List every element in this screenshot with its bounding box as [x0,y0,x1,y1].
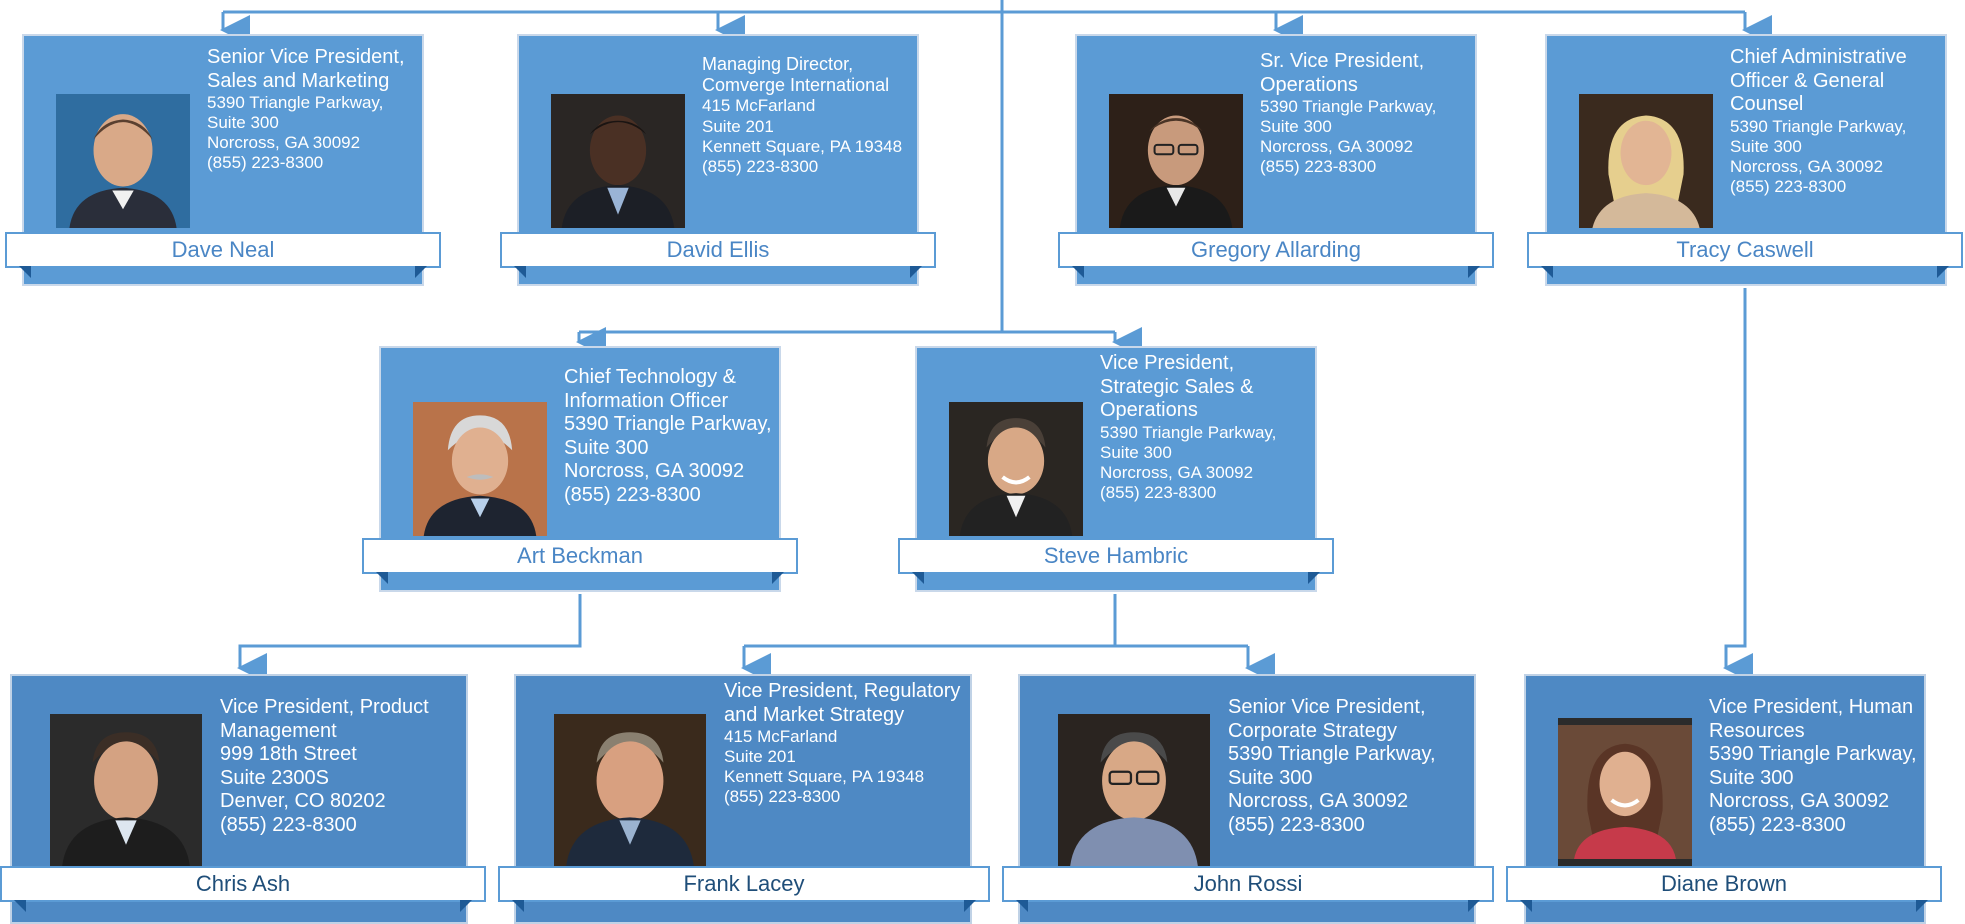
name-banner: Dave Neal [5,232,441,278]
contact-info: Vice President, Human Resources 5390 Tri… [1709,696,1923,838]
job-title: Vice President, Strategic Sales & Operat… [1100,352,1254,422]
name-banner: Tracy Caswell [1527,232,1963,278]
phone-number: (855) 223-8300 [564,483,701,506]
person-name: Chris Ash [195,871,291,896]
job-title: Chief Administrative Officer & General C… [1730,46,1907,116]
address-line: Norcross, GA 30092 [564,460,745,483]
portrait-photo [413,402,547,536]
phone-number: (855) 223-8300 [1100,482,1217,502]
address-line: Suite 201 [702,116,774,136]
address-line: 999 18th Street [220,743,357,766]
contact-info: Senior Vice President, Corporate Strateg… [1228,696,1472,838]
address-line: 5390 Triangle Parkway, [1260,97,1437,117]
name-banner: Steve Hambric [898,538,1334,584]
address-line: 5390 Triangle Parkway, Suite 300 [564,413,772,459]
address-line: Norcross, GA 30092 [207,133,361,153]
phone-number: (855) 223-8300 [1730,176,1847,196]
job-title: Senior Vice President, Corporate Strateg… [1228,696,1426,742]
address-line: 415 McFarland [724,727,838,747]
name-banner: Diane Brown [1506,866,1942,912]
address-line: 5390 Triangle Parkway, [207,93,384,113]
portrait-photo [50,714,202,866]
portrait-photo [949,402,1083,536]
person-name: Art Beckman [517,543,643,568]
address-line: Suite 300 [207,113,279,133]
connector-to-chris-ash [237,594,582,683]
contact-info: Sr. Vice President, Operations 5390 Tria… [1260,50,1474,177]
person-name: John Rossi [1193,871,1303,896]
address-line: Norcross, GA 30092 [1100,462,1254,482]
phone-number: (855) 223-8300 [1260,157,1377,177]
contact-info: Vice President, Regulatory and Market St… [724,680,968,807]
address-line: Suite 300 [1730,136,1802,156]
address-line: Suite 300 [1228,766,1313,789]
phone-number: (855) 223-8300 [220,813,357,836]
person-name: Diane Brown [1661,871,1787,896]
address-line: Suite 2300S [220,766,329,789]
person-name: David Ellis [666,237,770,262]
person-name: Frank Lacey [683,871,805,896]
contact-info: Chief Administrative Officer & General C… [1730,46,1944,197]
portrait-photo [554,714,706,866]
address-line: 5390 Triangle Parkway, Suite 300 [1709,743,1917,789]
name-banner: Gregory Allarding [1058,232,1494,278]
phone-number: (855) 223-8300 [207,153,324,173]
name-banner: David Ellis [500,232,936,278]
address-line: Suite 300 [1100,442,1172,462]
address-line: Norcross, GA 30092 [1730,156,1884,176]
person-name: Steve Hambric [1043,543,1189,568]
person-name: Gregory Allarding [1191,237,1361,262]
job-title: Senior Vice President, Sales and Marketi… [207,46,405,92]
address-line: 5390 Triangle Parkway, [1100,422,1277,442]
job-title: Vice President, Human Resources [1709,696,1914,742]
address-line: 5390 Triangle Parkway, [1228,743,1436,766]
job-title: Chief Technology & Information Officer [564,366,736,412]
phone-number: (855) 223-8300 [1709,813,1846,836]
address-line: 415 McFarland [702,96,816,116]
phone-number: (855) 223-8300 [1228,813,1365,836]
phone-number: (855) 223-8300 [724,787,841,807]
portrait-photo [56,94,190,228]
portrait-photo [1109,94,1243,228]
job-title: Sr. Vice President, Operations [1260,50,1425,96]
phone-number: (855) 223-8300 [702,156,819,176]
address-line: Norcross, GA 30092 [1228,790,1409,813]
person-name: Dave Neal [171,237,275,262]
portrait-photo [1558,718,1692,866]
job-title: Vice President, Regulatory and Market St… [724,680,961,726]
job-title: Vice President, Product Management [220,696,429,742]
person-name: Tracy Caswell [1676,237,1814,262]
person-card-dave-neal: Senior Vice President, Sales and Marketi… [22,34,424,286]
address-line: Norcross, GA 30092 [1260,137,1414,157]
contact-info: Vice President, Strategic Sales & Operat… [1100,352,1314,503]
portrait-photo [551,94,685,228]
address-line: 5390 Triangle Parkway, [1730,116,1907,136]
contact-info: Managing Director, Comverge Internationa… [702,54,916,177]
name-banner: Chris Ash [0,866,486,912]
address-line: Kennett Square, PA 19348 [724,767,925,787]
address-line: Suite 201 [724,747,796,767]
name-banner: John Rossi [1002,866,1494,912]
contact-info: Senior Vice President, Sales and Marketi… [207,46,417,173]
connector-to-diane-brown [1723,288,1753,683]
address-line: Suite 300 [1260,117,1332,137]
address-line: Denver, CO 80202 [220,790,386,813]
job-title: Managing Director, Comverge Internationa… [702,54,890,96]
portrait-photo [1058,714,1210,866]
portrait-photo [1579,94,1713,228]
address-line: Kennett Square, PA 19348 [702,136,903,156]
address-line: Norcross, GA 30092 [1709,790,1890,813]
contact-info: Vice President, Product Management 999 1… [220,696,464,838]
name-banner: Frank Lacey [498,866,990,912]
name-banner: Art Beckman [362,538,798,584]
contact-info: Chief Technology & Information Officer 5… [564,366,778,508]
